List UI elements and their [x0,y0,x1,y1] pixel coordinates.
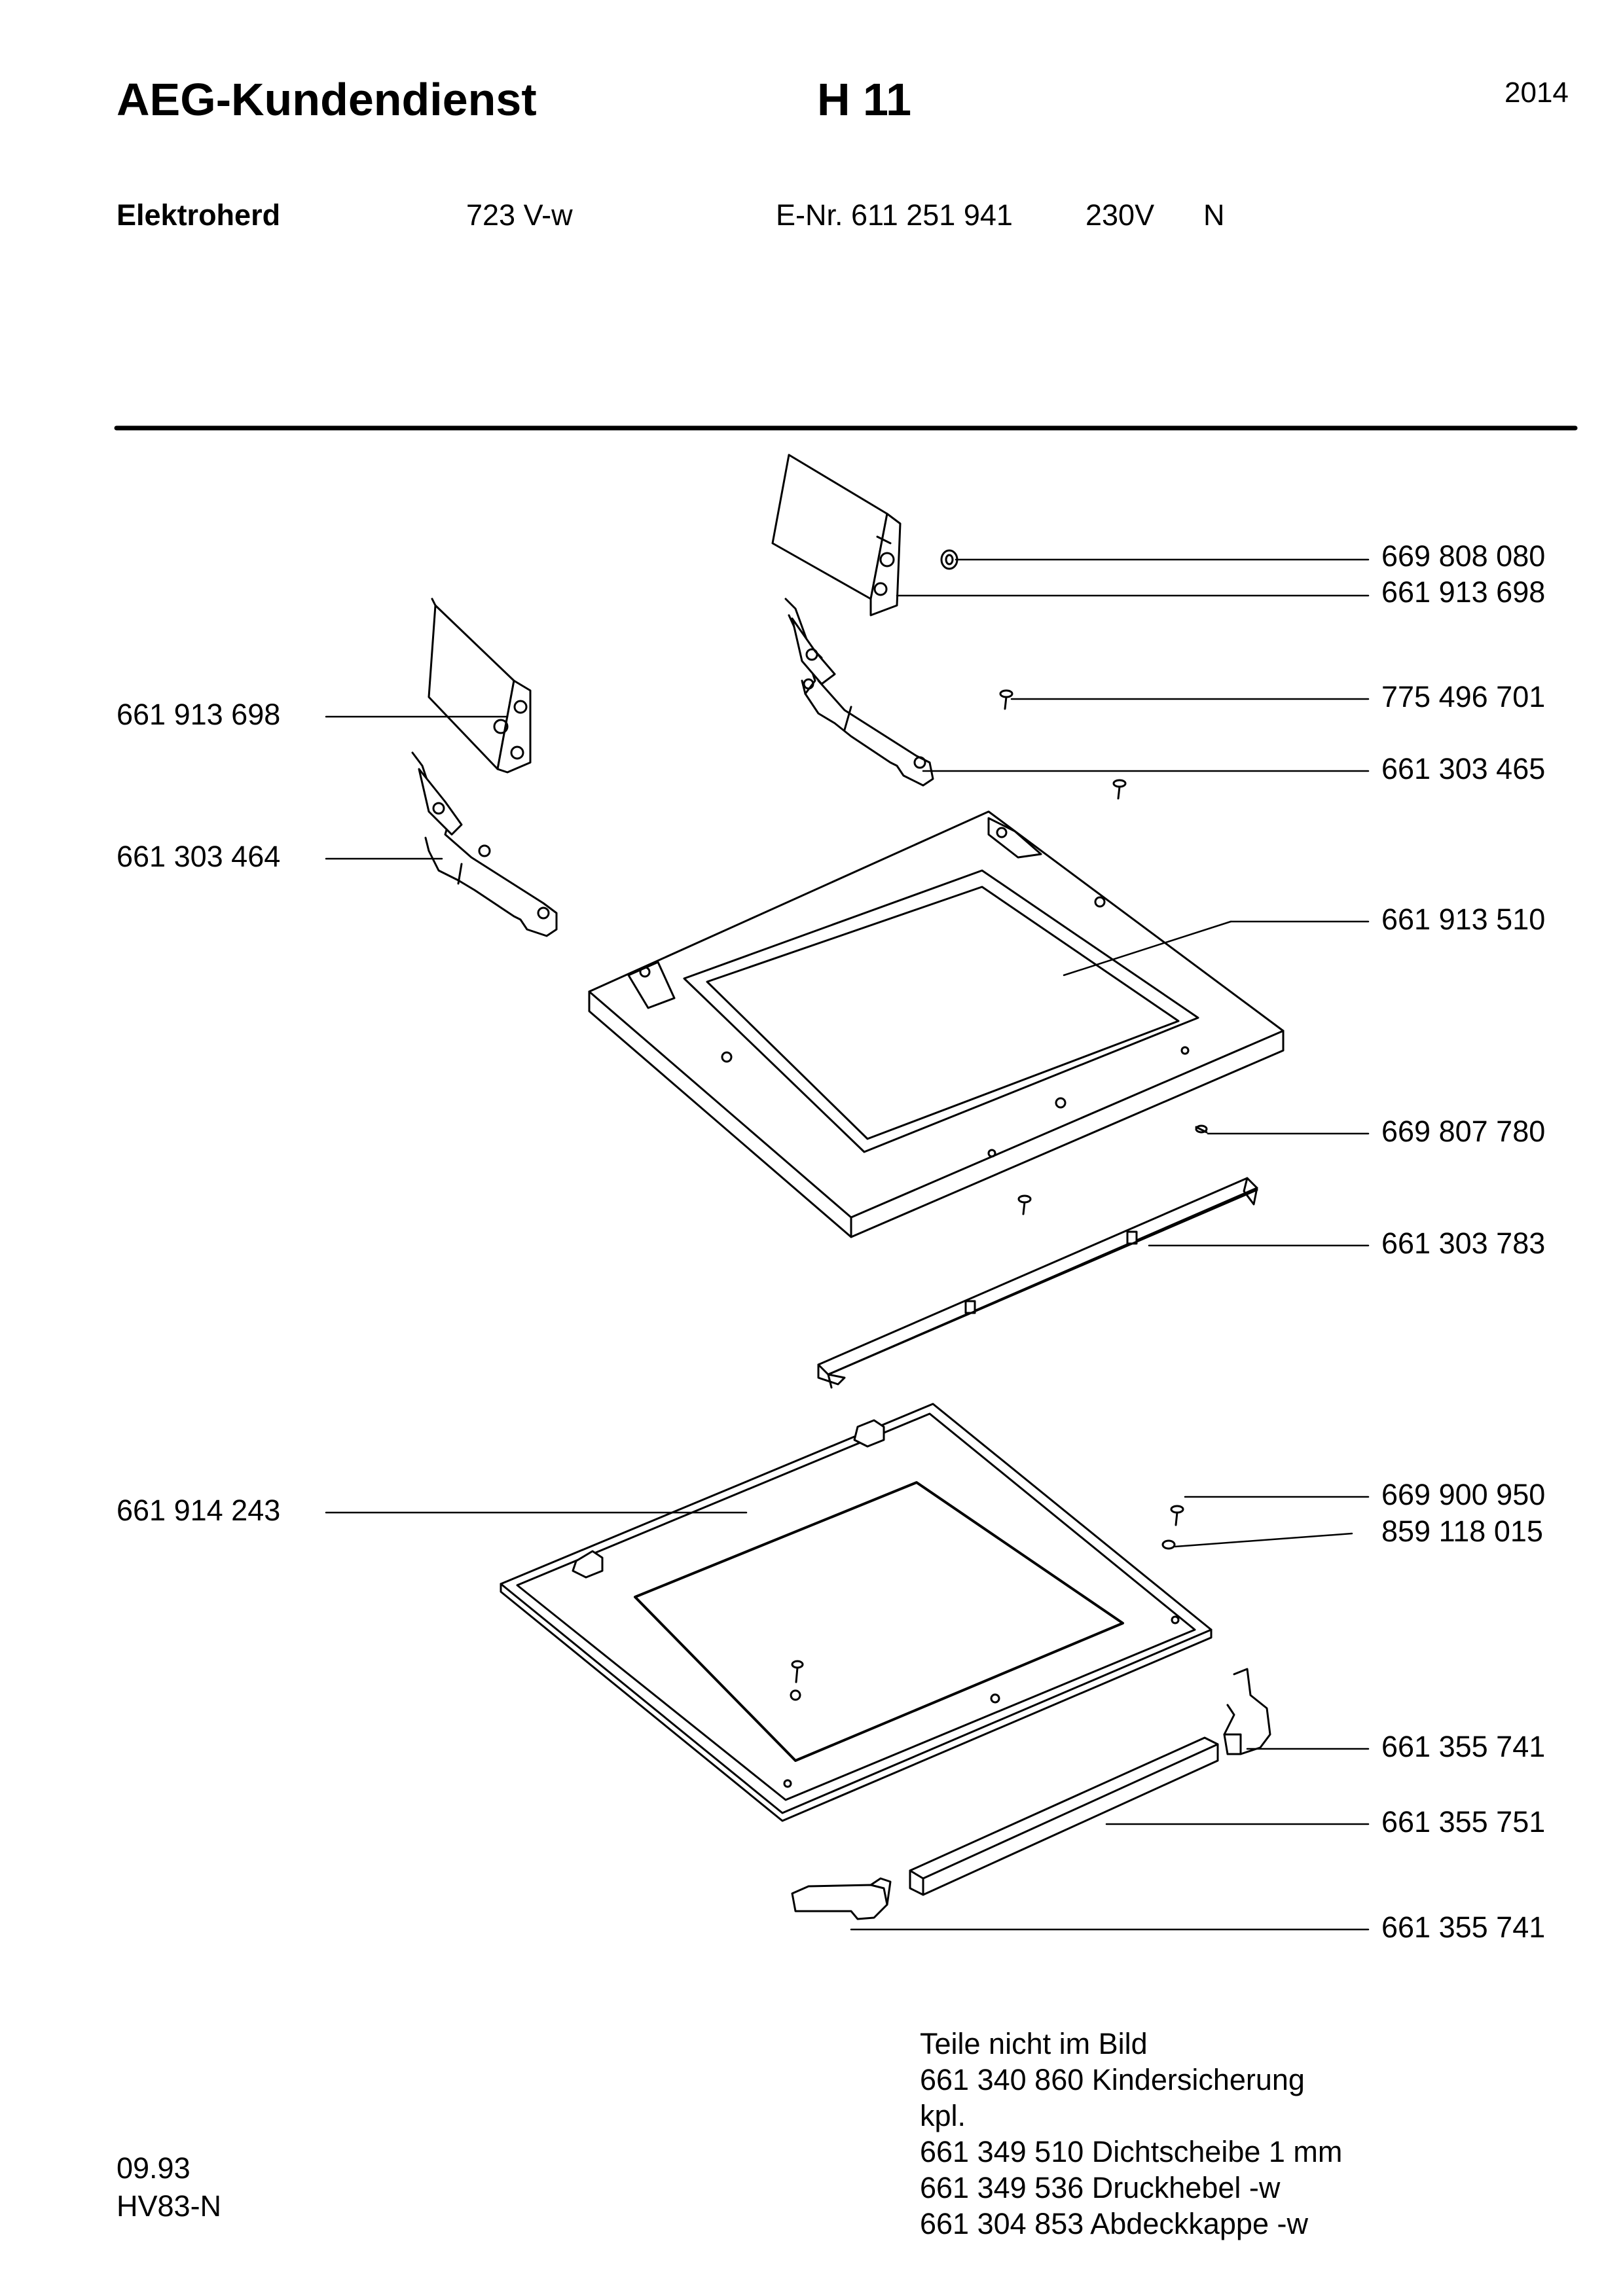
part-label-661355741-top: 661 355 741 [1381,1730,1546,1763]
part-label-669900950: 669 900 950 [1381,1478,1546,1511]
footer-date: 09.93 [117,2151,191,2185]
hinge-cover-right [771,454,902,617]
e-number: E-Nr. 611 251 941 [776,198,1013,232]
code-title: H 11 [817,74,911,125]
screw-loose-top [1112,779,1127,800]
hinge-cover-left [428,598,532,774]
leader-lines [325,558,1370,1931]
part-label-661355741-bottom: 661 355 741 [1381,1910,1546,1944]
note-line: 661 349 536 Druckhebel -w [920,2171,1281,2204]
part-label-661913698-right: 661 913 698 [1381,575,1546,609]
part-label-669808080: 669 808 080 [1381,539,1546,573]
part-label-661913698-left: 661 913 698 [117,698,281,731]
inner-door-panel [588,810,1285,1238]
notes-title: Teile nicht im Bild [920,2027,1148,2060]
handle-bar [909,1736,1219,1896]
end-cap-top [1223,1668,1271,1755]
screw-669900950 [1170,1505,1184,1526]
screw-outer-door [791,1660,804,1683]
footer-ref: HV83-N [117,2189,222,2223]
part-label-775496701: 775 496 701 [1381,680,1546,713]
screw-775496701 [999,689,1013,710]
part-label-661355751: 661 355 751 [1381,1805,1546,1839]
washer-859118015 [1161,1539,1176,1550]
note-line: kpl. [920,2099,966,2132]
brand-title: AEG-Kundendienst [117,74,537,125]
hinge-bracket-right [784,598,934,787]
part-label-661303464: 661 303 464 [117,840,281,873]
end-cap-bottom [791,1877,892,1920]
screw-loose-mid [1017,1194,1032,1215]
part-label-859118015: 859 118 015 [1381,1515,1543,1548]
note-line: 661 349 510 Dichtscheibe 1 mm [920,2135,1343,2168]
hinge-bracket-left [411,751,558,937]
ring-669808080 [940,549,958,570]
note-line: 661 304 853 Abdeckkappe -w [920,2207,1308,2240]
part-label-669807780: 669 807 780 [1381,1115,1546,1148]
part-label-661913510: 661 913 510 [1381,903,1546,936]
door-rail [817,1177,1258,1389]
note-line: 661 340 860 Kindersicherung [920,2063,1305,2096]
page-number: 2014 [1504,77,1569,109]
voltage: 230V [1085,198,1155,232]
screw-669807780 [1195,1124,1208,1134]
part-label-661914243: 661 914 243 [117,1494,281,1527]
model-suffix: N [1203,198,1225,232]
product-name: Elektroherd [117,198,281,232]
part-label-661303465: 661 303 465 [1381,752,1546,785]
model-number: 723 V-w [466,198,573,232]
outer-door [500,1403,1213,1822]
part-label-661303783: 661 303 783 [1381,1227,1546,1260]
